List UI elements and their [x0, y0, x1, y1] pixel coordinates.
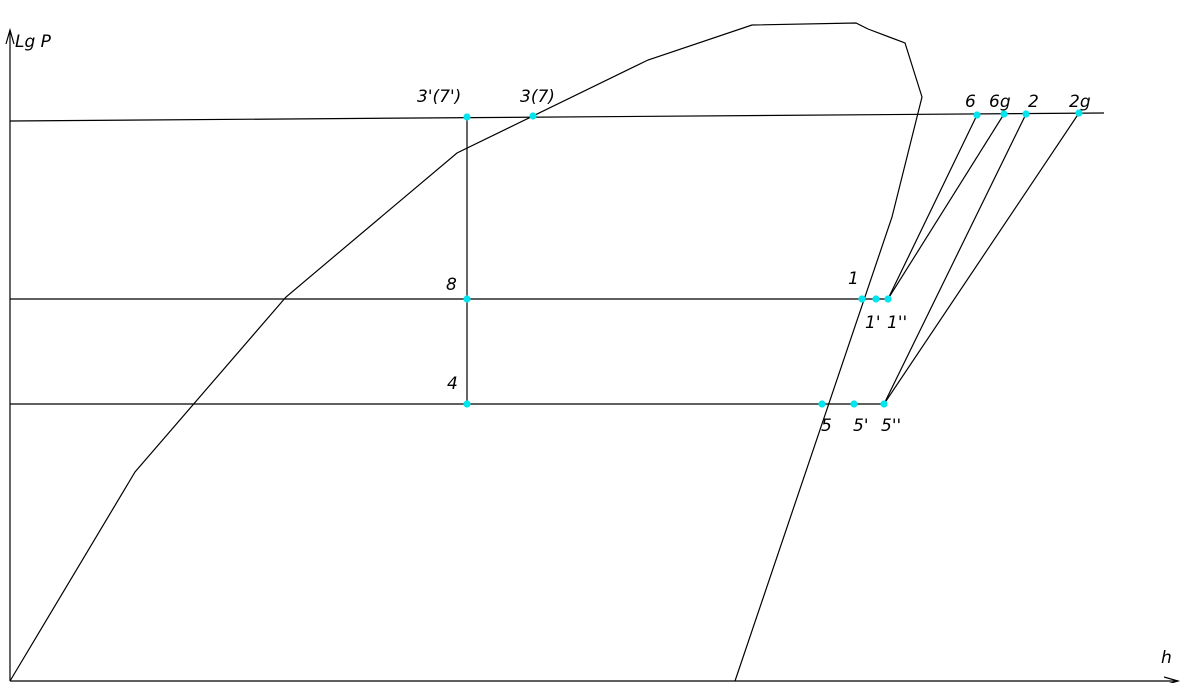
- point-1p-dot: [872, 295, 880, 303]
- point-label-1: 1: [848, 269, 859, 289]
- saturated-liquid-line: [9, 22, 869, 682]
- point-label-1p: 1': [865, 313, 881, 333]
- saturated-vapor-line: [734, 28, 923, 682]
- point-8-dot: [463, 295, 471, 303]
- point-2-dot: [1022, 110, 1030, 118]
- point-5p-dot: [850, 400, 858, 408]
- compression-line-5pp-2g: [883, 112, 1080, 405]
- x-axis-arrow: [1163, 676, 1181, 683]
- compression-line-5pp-2: [883, 113, 1027, 405]
- point-5pp-dot: [880, 400, 888, 408]
- point-6-dot: [973, 111, 981, 119]
- point-label-5pp: 5'': [881, 416, 901, 436]
- point-3p7p-dot: [463, 113, 471, 121]
- point-label-8: 8: [446, 275, 457, 295]
- point-label-2g: 2g: [1069, 92, 1091, 112]
- condensing-pressure-line: [9, 112, 1105, 122]
- point-label-3p7p: 3'(7'): [417, 87, 461, 107]
- y-axis-label: Lg P: [15, 32, 52, 52]
- point-label-6g: 6g: [989, 92, 1011, 112]
- y-axis-arrow: [5, 27, 15, 45]
- point-1pp-dot: [884, 295, 892, 303]
- point-label-5p: 5': [853, 416, 869, 436]
- point-label-1pp: 1'': [887, 313, 907, 333]
- point-1-dot: [858, 295, 866, 303]
- point-4-dot: [463, 400, 471, 408]
- point-label-2: 2: [1028, 92, 1039, 112]
- point-label-4: 4: [447, 374, 458, 394]
- point-label-3-7: 3(7): [520, 87, 555, 107]
- x-axis-label: h: [1161, 648, 1172, 668]
- point-label-6: 6: [965, 92, 976, 112]
- compression-line-1pp-6: [887, 114, 978, 300]
- point-3-7-dot: [529, 112, 537, 120]
- point-label-5: 5: [821, 416, 832, 436]
- point-5-dot: [818, 400, 826, 408]
- compression-line-1pp-6g: [887, 113, 1005, 300]
- point-2g-dot: [1075, 109, 1083, 117]
- point-6g-dot: [1000, 110, 1008, 118]
